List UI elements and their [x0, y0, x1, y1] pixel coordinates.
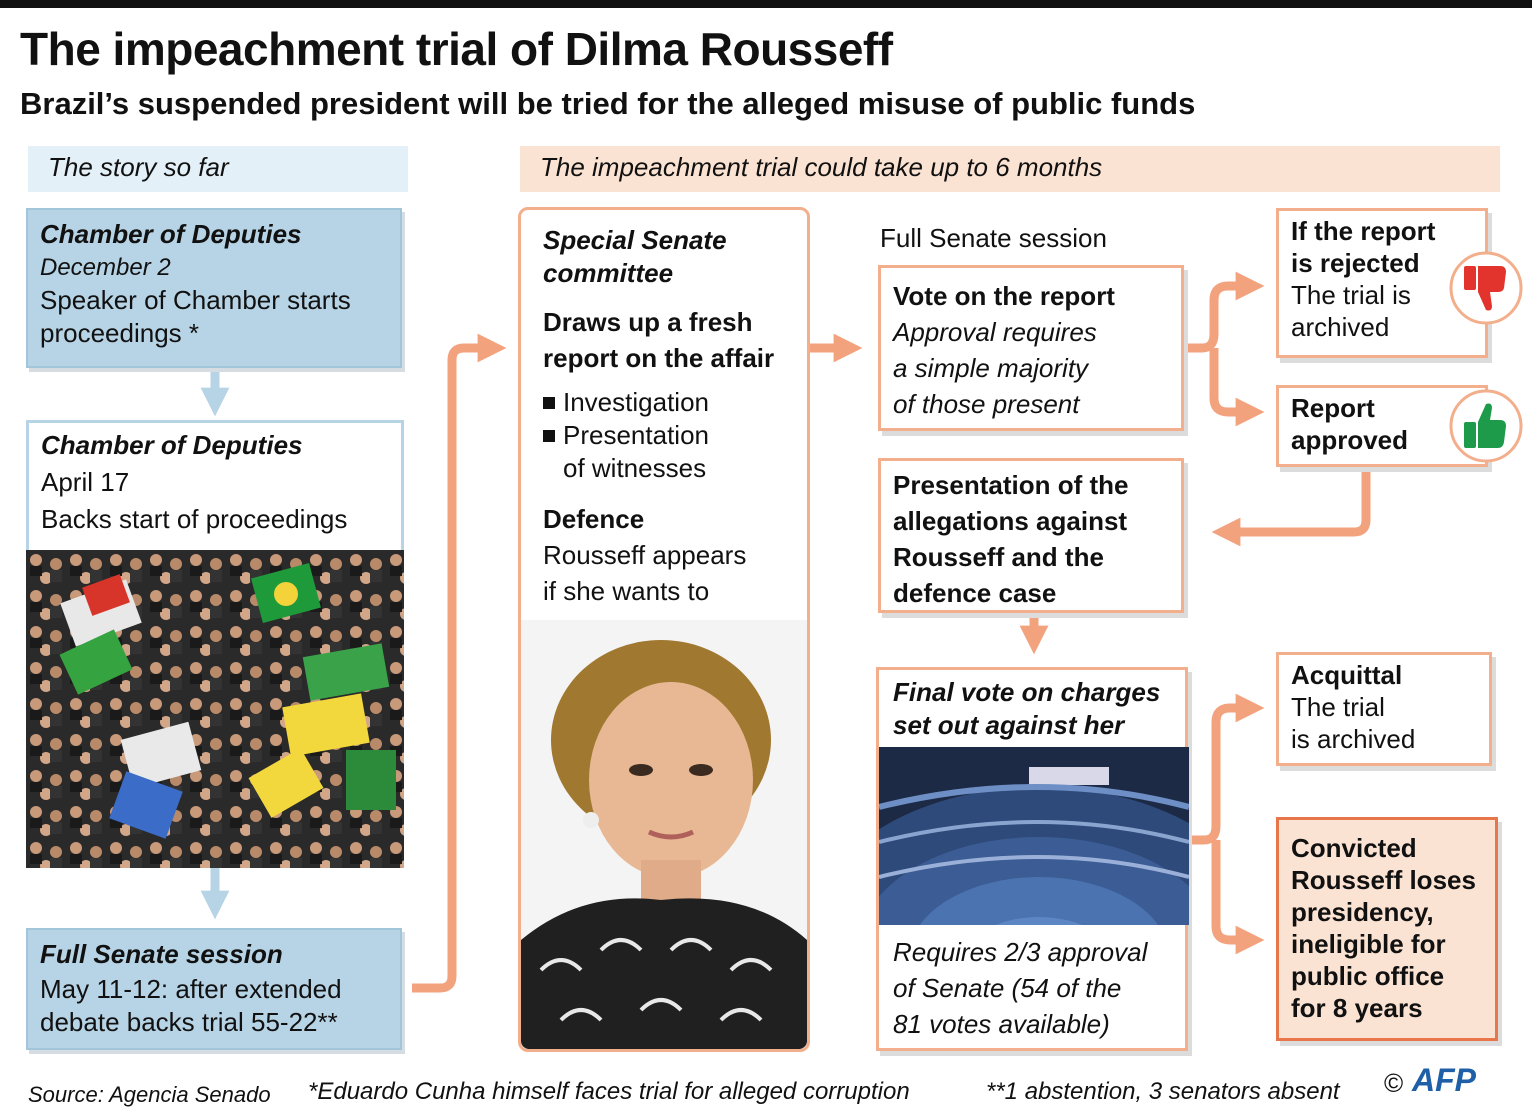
- story-step1-text-2: proceedings *: [40, 318, 199, 348]
- afp-logo: AFP: [1412, 1062, 1476, 1098]
- story-step1-text-1: Speaker of Chamber starts: [40, 285, 351, 315]
- footer-note-1: *Eduardo Cunha himself faces trial for a…: [308, 1078, 910, 1105]
- footer-note-2: **1 abstention, 3 senators absent: [986, 1078, 1340, 1105]
- committee-bullet-2-text: Presentation: [563, 420, 709, 450]
- presentation-line-1: Presentation of the: [893, 470, 1129, 500]
- arrow-final-split-top: [1188, 693, 1265, 845]
- bullet-square-icon: [543, 397, 555, 409]
- convicted-line-5: for 8 years: [1291, 993, 1423, 1023]
- thumbs-up-icon: [1448, 388, 1524, 464]
- convicted-line-4: public office: [1291, 961, 1445, 991]
- committee-bullet-2-cont: of witnesses: [563, 453, 707, 483]
- acquittal-text-2: is archived: [1291, 724, 1416, 754]
- arrow-to-committee: [412, 333, 507, 993]
- arrow-approved-to-presentation: [1211, 470, 1371, 547]
- senate-chamber-photo: [879, 747, 1189, 925]
- committee-bullet-2: Presentation: [543, 419, 785, 452]
- top-bar: [0, 0, 1532, 8]
- rejected-text-2: archived: [1291, 312, 1390, 342]
- committee-action-1: Draws up a fresh: [543, 307, 753, 337]
- committee-heading-2: committee: [543, 258, 674, 288]
- convicted-line-2: presidency,: [1291, 897, 1434, 927]
- vote-line-2: a simple majority: [893, 353, 1089, 383]
- bullet-square-icon: [543, 430, 555, 442]
- vote-on-report-box: Vote on the report Approval requires a s…: [878, 265, 1184, 431]
- acquittal-heading: Acquittal: [1291, 660, 1403, 690]
- page-title: The impeachment trial of Dilma Rousseff: [20, 23, 893, 75]
- senate-heading: Full Senate session: [880, 223, 1107, 253]
- committee-defence-1: Rousseff appears: [543, 540, 747, 570]
- final-line-2: of Senate (54 of the: [893, 973, 1122, 1003]
- chamber-crowd-photo: [26, 550, 404, 868]
- rejected-heading-2: is rejected: [1291, 248, 1420, 278]
- committee-action-2: report on the affair: [543, 343, 775, 373]
- approved-line-1: Report: [1291, 393, 1375, 423]
- report-rejected-box: If the report is rejected The trial is a…: [1276, 208, 1488, 358]
- presentation-line-4: defence case: [893, 578, 1057, 608]
- arrow-vote-split-bottom: [1209, 348, 1265, 427]
- story-step-may: Full Senate session May 11-12: after ext…: [26, 928, 402, 1050]
- committee-bullet-1-text: Investigation: [563, 387, 709, 417]
- final-line-1: Requires 2/3 approval: [893, 937, 1148, 967]
- arrow-final-split-bottom: [1211, 840, 1265, 955]
- story-banner: The story so far: [28, 146, 408, 192]
- arrow-vote-split-top: [1186, 271, 1265, 353]
- story-step2-text: Backs start of proceedings: [41, 504, 348, 534]
- rejected-text-1: The trial is: [1291, 280, 1411, 310]
- presentation-line-3: Rousseff and the: [893, 542, 1104, 572]
- story-step-december: Chamber of Deputies December 2 Speaker o…: [26, 208, 402, 368]
- thumbs-down-icon: [1448, 250, 1524, 326]
- story-step2-date: April 17: [41, 467, 130, 497]
- committee-bullet-1: Investigation: [543, 386, 785, 419]
- vote-line-1: Approval requires: [893, 317, 1097, 347]
- rejected-heading-1: If the report: [1291, 216, 1436, 246]
- acquittal-box: Acquittal The trial is archived: [1276, 652, 1492, 766]
- story-step3-text-2: debate backs trial 55-22**: [40, 1007, 338, 1037]
- final-line-3: 81 votes available): [893, 1009, 1110, 1039]
- presentation-box: Presentation of the allegations against …: [878, 458, 1184, 613]
- story-step1-heading: Chamber of Deputies: [40, 219, 302, 249]
- page-subtitle: Brazil’s suspended president will be tri…: [20, 86, 1196, 121]
- final-heading-2: set out against her: [893, 710, 1125, 740]
- rousseff-portrait-photo: [521, 620, 807, 1049]
- vote-title: Vote on the report: [893, 281, 1115, 311]
- final-heading-1: Final vote on charges: [893, 677, 1161, 707]
- convicted-line-1: Rousseff loses: [1291, 865, 1476, 895]
- committee-defence-2: if she wants to: [543, 576, 710, 606]
- copyright-mark: ©: [1384, 1068, 1404, 1098]
- story-step1-date: December 2: [40, 254, 171, 281]
- story-step2-heading: Chamber of Deputies: [41, 430, 303, 460]
- footer-source: Source: Agencia Senado: [28, 1082, 271, 1107]
- approved-line-2: approved: [1291, 425, 1409, 455]
- convicted-heading: Convicted: [1291, 833, 1417, 863]
- acquittal-text-1: The trial: [1291, 692, 1385, 722]
- committee-heading-1: Special Senate: [543, 225, 727, 255]
- story-step3-text-1: May 11-12: after extended: [40, 974, 342, 1004]
- convicted-box: Convicted Rousseff loses presidency, ine…: [1276, 817, 1498, 1041]
- presentation-line-2: allegations against: [893, 506, 1128, 536]
- committee-defence-heading: Defence: [543, 504, 645, 534]
- vote-line-3: of those present: [893, 389, 1080, 419]
- story-step3-heading: Full Senate session: [40, 939, 283, 969]
- convicted-line-3: ineligible for: [1291, 929, 1446, 959]
- trial-banner: The impeachment trial could take up to 6…: [520, 146, 1500, 192]
